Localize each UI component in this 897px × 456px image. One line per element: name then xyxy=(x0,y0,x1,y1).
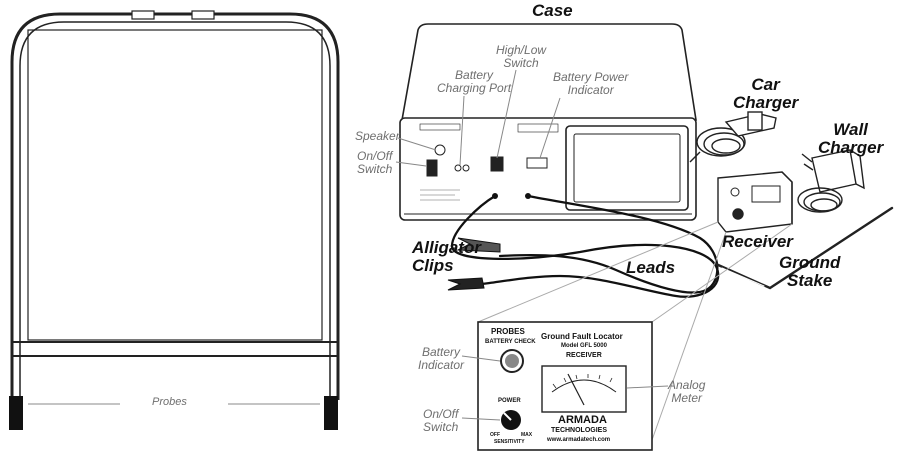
battery-power-indicator xyxy=(526,157,548,169)
ground-stake xyxy=(714,206,894,290)
label-battery-power-indicator: Battery Power Indicator xyxy=(553,70,629,97)
case-body xyxy=(399,23,697,221)
panel-model: Model GFL 5000 xyxy=(561,343,607,349)
car-charger xyxy=(689,111,777,163)
panel-max: MAX xyxy=(521,432,533,438)
label-alligator-clips: Alligator Clips xyxy=(412,238,481,275)
case-panel xyxy=(419,123,559,201)
panel-receiver: RECEIVER xyxy=(566,352,602,359)
label-on-off-switch: On/Off Switch xyxy=(357,149,393,176)
panel-brand-sub: TECHNOLOGIES xyxy=(551,427,608,434)
label-car-charger: Car Charger xyxy=(733,75,799,112)
analog-meter-face xyxy=(541,365,627,413)
wall-charger xyxy=(797,149,865,213)
leads-cables xyxy=(450,194,720,298)
panel-probes-heading: PROBES xyxy=(491,327,525,336)
probe-tip-left xyxy=(9,396,23,430)
on-off-switch-case xyxy=(426,159,438,177)
panel-power: POWER xyxy=(498,398,521,404)
label-ground-stake: Ground Stake xyxy=(779,253,841,290)
meter-needle xyxy=(567,373,585,406)
label-battery-indicator: Battery Indicator xyxy=(418,345,465,372)
panel-off: OFF xyxy=(490,432,500,438)
panel-battery-check: BATTERY CHECK xyxy=(485,339,536,345)
panel-sensitivity: SENSITIVITY xyxy=(494,439,525,445)
label-analog-meter: Analog Meter xyxy=(668,378,706,405)
label-case: Case xyxy=(532,1,573,20)
probes-frame xyxy=(10,10,340,400)
panel-website: www.armadatech.com xyxy=(547,437,611,443)
label-probes: Probes xyxy=(152,396,187,408)
panel-title: Ground Fault Locator xyxy=(541,332,623,341)
label-receiver: Receiver xyxy=(722,232,793,251)
label-on-off-switch-panel: On/Off Switch xyxy=(423,407,459,434)
label-high-low-switch: High/Low Switch xyxy=(496,43,547,70)
label-leads: Leads xyxy=(626,258,676,277)
label-speaker: Speaker xyxy=(355,129,400,143)
label-wall-charger: Wall Charger xyxy=(818,120,884,157)
label-battery-charging-port: Battery Charging Port xyxy=(437,68,512,95)
panel-brand: ARMADA xyxy=(558,414,607,426)
receiver-box xyxy=(717,171,793,233)
probe-tip-right xyxy=(324,396,338,430)
alligator-clips xyxy=(447,237,501,291)
